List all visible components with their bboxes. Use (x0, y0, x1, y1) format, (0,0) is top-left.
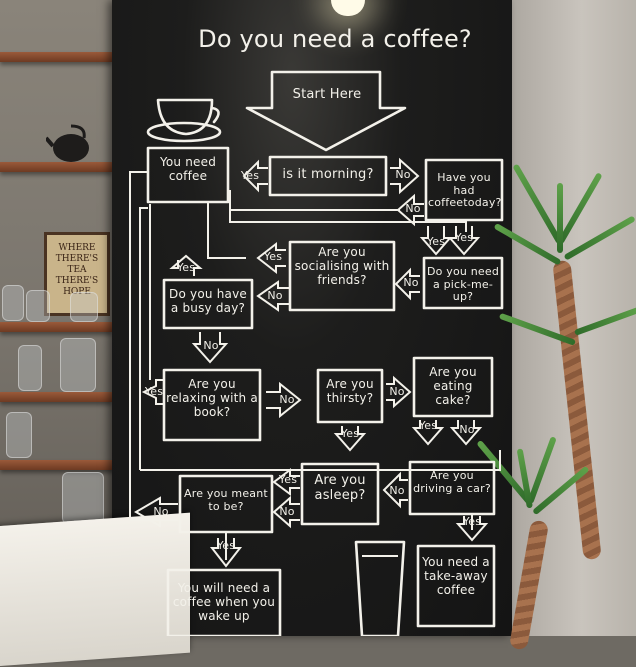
relaxing-text: Are you relaxing with a book? (166, 377, 258, 419)
no-label: No (403, 276, 419, 289)
flowchart-drawing (129, 70, 504, 636)
box-wake-up (166, 568, 282, 636)
busy-day-text: Do you have a busy day? (169, 287, 247, 315)
arrow-icon (134, 157, 489, 568)
box-socialising (288, 240, 396, 312)
yes-label: Yes (144, 385, 164, 398)
morning-text: is it morning? (282, 167, 374, 182)
yes-label: Yes (240, 169, 260, 182)
meant-to-be-text: Are you meant to be? (184, 487, 268, 513)
box-morning (268, 155, 388, 197)
take-away-text: You need a take-away coffee (422, 555, 490, 597)
start-here-label: Start Here (292, 87, 362, 102)
box-take-away (416, 544, 496, 628)
yes-label: Yes (454, 231, 474, 244)
asleep-text: Are you asleep? (314, 473, 366, 503)
socialising-text: Are you socialising with friends? (294, 245, 390, 287)
jar (62, 472, 104, 524)
teapot-icon (46, 124, 89, 162)
yes-label: Yes (340, 427, 360, 440)
box-thirsty (316, 368, 384, 424)
jar (6, 412, 32, 458)
jar (70, 292, 98, 322)
start-arrow (245, 70, 407, 152)
shelf (0, 392, 112, 402)
no-label: No (389, 484, 405, 497)
yes-label: Yes (263, 250, 283, 263)
thirsty-text: Are you thirsty? (326, 377, 374, 405)
box-busy-day (162, 278, 254, 330)
no-label: No (389, 385, 405, 398)
box-had-coffee (424, 158, 504, 222)
glass-icon (354, 540, 406, 636)
ceiling-lamp (331, 0, 365, 16)
shelf (0, 52, 112, 62)
shelf (0, 460, 118, 470)
jar (18, 345, 42, 391)
shelf (0, 322, 112, 332)
no-label: No (267, 289, 283, 302)
had-coffee-text: Have you had coffeetoday? (428, 171, 502, 210)
no-label: No (279, 505, 295, 518)
yes-label: Yes (176, 261, 196, 274)
no-label: No (153, 505, 169, 518)
cake-text: Are you eating cake? (429, 365, 477, 407)
no-label: No (459, 423, 475, 436)
wake-up-text: You will need a coffee when you wake up (172, 581, 276, 623)
yes-label: Yes (418, 419, 438, 432)
shelf (0, 162, 112, 172)
driving-text: Are you driving a car? (413, 469, 491, 495)
yes-label: Yes (278, 473, 298, 486)
no-label: No (395, 168, 411, 181)
no-label: No (279, 393, 295, 406)
no-label: No (203, 339, 219, 352)
jar (2, 285, 24, 321)
page-title: Do you need a coffee? (198, 25, 472, 53)
no-label: No (405, 202, 421, 215)
box-pick-me-up (422, 256, 504, 310)
coffee-cup-icon (146, 98, 222, 143)
pick-me-up-text: Do you need a pick-me-up? (426, 265, 500, 304)
yes-label: Yes (426, 235, 446, 248)
yes-label: Yes (216, 539, 236, 552)
jar (60, 338, 96, 392)
yes-label: Yes (462, 515, 482, 528)
box-asleep (300, 462, 380, 526)
box-cake (412, 356, 494, 418)
box-need-coffee (146, 146, 230, 204)
box-driving (408, 460, 496, 516)
jar (26, 290, 50, 322)
need-coffee-text: You need coffee (159, 155, 217, 183)
